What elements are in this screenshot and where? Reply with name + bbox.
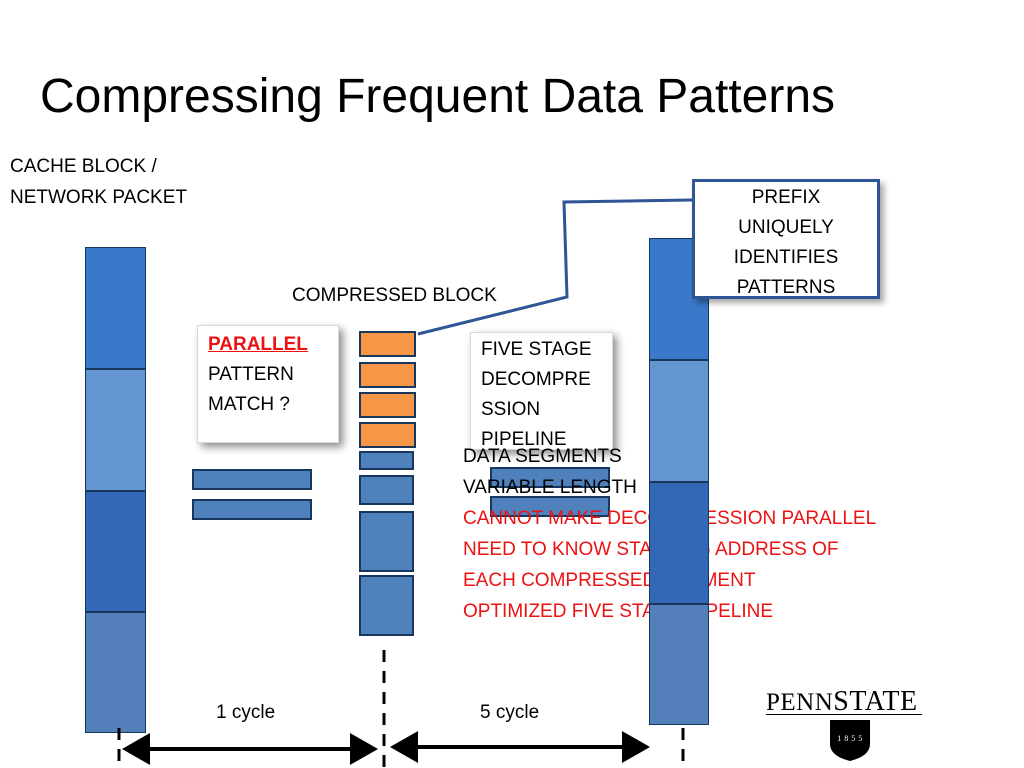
parallel-match-card: PARALLEL PATTERN MATCH ? (197, 325, 339, 443)
prefix-line1: PREFIX (751, 187, 821, 208)
pipeline-line1: FIVE STAGE (481, 339, 592, 360)
prefix-line3: IDENTIFIES (733, 247, 839, 268)
block-segment (85, 369, 146, 491)
pipeline-line4: PIPELINE (481, 429, 567, 450)
parallel-emphasis: PARALLEL (208, 334, 308, 355)
pattern-bar (192, 499, 312, 520)
prefix-segment (359, 331, 416, 357)
block-segment (649, 360, 709, 482)
one-cycle-label: 1 cycle (216, 702, 276, 723)
callout-line (417, 198, 693, 336)
note-variable-length: VARIABLE LENGTH (463, 477, 637, 498)
prefix-segment (359, 392, 416, 418)
logo-year: 1 8 5 5 (837, 734, 863, 743)
data-segment (359, 511, 414, 572)
parallel-line3: MATCH ? (208, 394, 290, 415)
prefix-segment (359, 362, 416, 388)
prefix-segment (359, 422, 416, 448)
slide-title: Compressing Frequent Data Patterns (40, 70, 836, 123)
block-segment (85, 491, 146, 612)
logo-wordmark: PENNSTATE (766, 686, 918, 718)
logo-rule (766, 714, 922, 715)
data-segment (359, 575, 414, 636)
pennstate-logo: PENNSTATE 1 8 5 5 (766, 686, 924, 764)
pattern-bar (192, 469, 312, 490)
block-segment (85, 612, 146, 733)
data-segment (359, 475, 414, 505)
block-segment (649, 482, 709, 604)
prefix-line4: PATTERNS (736, 277, 836, 298)
pipeline-line3: SSION (481, 399, 541, 420)
cache-block-label-line2: NETWORK PACKET (10, 187, 187, 208)
pipeline-line2: DECOMPRE (481, 369, 591, 390)
data-segment (359, 451, 414, 470)
parallel-line2: PATTERN (208, 364, 294, 385)
pipeline-card: FIVE STAGE DECOMPRE SSION PIPELINE (470, 332, 613, 450)
prefix-line2: UNIQUELY (738, 217, 834, 238)
logo-word-part1: PENN (766, 689, 834, 716)
five-cycle-label: 5 cycle (480, 702, 540, 723)
block-segment (649, 604, 709, 725)
note-data-segments: DATA SEGMENTS (463, 446, 622, 467)
pattern-bar (490, 467, 610, 488)
cache-block-label: CACHE BLOCK / NETWORK PACKET (10, 151, 187, 213)
prefix-callout: PREFIX UNIQUELY IDENTIFIES PATTERNS (692, 179, 880, 299)
cache-block-label-line1: CACHE BLOCK / (10, 156, 157, 177)
pattern-bar (490, 496, 610, 517)
compressed-block-label: COMPRESSED BLOCK (292, 285, 497, 306)
logo-word-part2: STATE (833, 686, 918, 717)
block-segment (85, 247, 146, 369)
shield-icon (830, 720, 870, 761)
